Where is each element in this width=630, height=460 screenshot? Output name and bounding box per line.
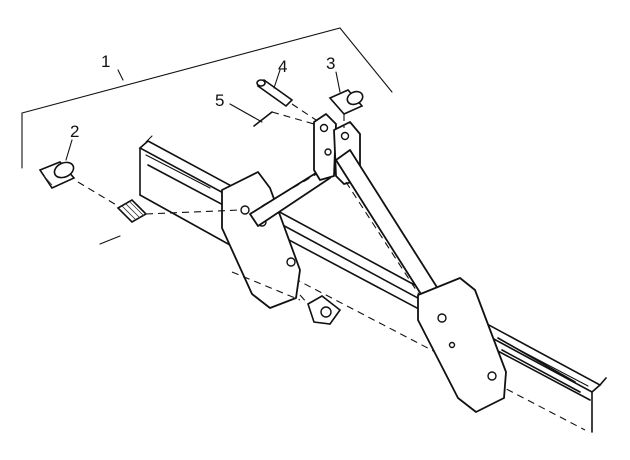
bushing-part-3 [328,89,364,128]
pin-part-4 [256,78,317,121]
cotter-pin-part-5 [253,111,315,127]
callout-5: 5 [215,91,224,110]
spacer-tube-part-2 [38,161,76,190]
callout-4: 4 [278,57,287,76]
assembly-bracket [21,27,393,169]
callout-2: 2 [70,122,79,141]
left-mounting-plate [221,171,301,309]
leader-lines [65,69,341,161]
left-bolt [77,181,241,245]
callout-3: 3 [326,54,335,73]
lower-nut [299,294,342,325]
right-mounting-plate [417,277,507,413]
callout-1: 1 [101,52,110,71]
